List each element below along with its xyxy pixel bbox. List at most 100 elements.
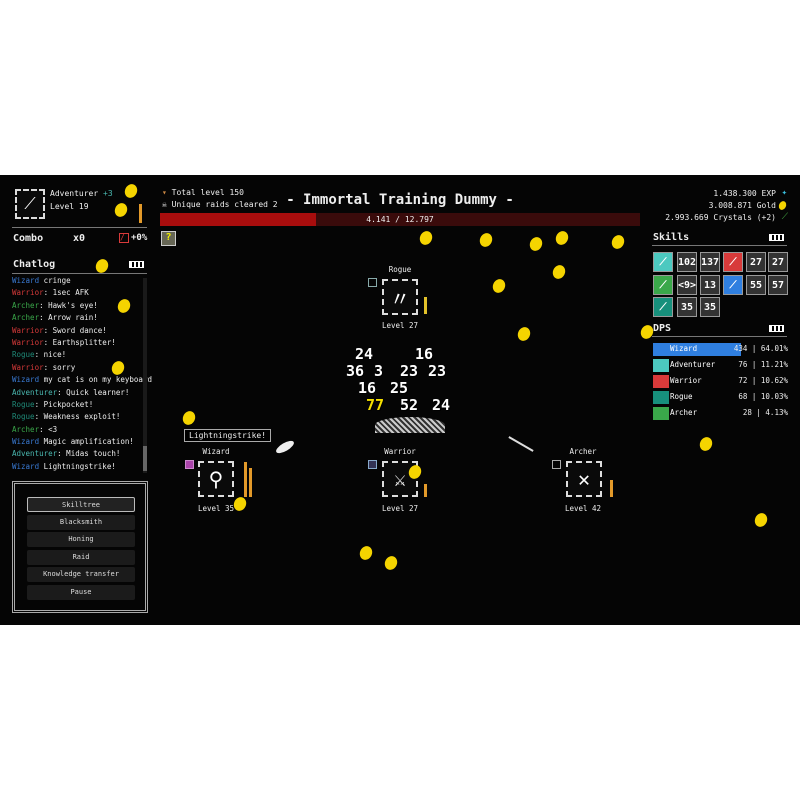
dps-value: 434 | 64.01% xyxy=(733,344,788,353)
chat-text: : sorry xyxy=(43,362,76,372)
gold-coin[interactable] xyxy=(357,544,375,562)
gold-coin[interactable] xyxy=(550,263,568,281)
skill-tooltip: Lightningstrike! xyxy=(184,429,272,442)
rogue-portrait[interactable]: 〃 xyxy=(382,279,418,315)
dps-name: Warrior xyxy=(670,376,702,385)
skill-slot[interactable]: <9> xyxy=(677,275,697,295)
chat-message: Rogue: Pickpocket! xyxy=(12,399,142,411)
collapse-toggle[interactable] xyxy=(129,261,144,268)
gold-coin[interactable] xyxy=(417,229,435,247)
gold-coin[interactable] xyxy=(553,229,571,247)
chat-text: : 1sec AFK xyxy=(43,288,89,298)
gold-coin[interactable] xyxy=(515,325,533,343)
dps-value: 76 | 11.21% xyxy=(738,360,788,369)
gold-coin[interactable] xyxy=(180,409,198,427)
skill-slot[interactable]: 57 xyxy=(768,275,788,295)
skill-slot[interactable]: 102 xyxy=(677,252,697,272)
training-dummy[interactable] xyxy=(375,417,445,433)
menu-button-skilltree[interactable]: Skilltree xyxy=(27,497,135,512)
chat-author: Archer xyxy=(12,300,40,310)
gold-coin[interactable] xyxy=(527,235,545,253)
menu-button-blacksmith[interactable]: Blacksmith xyxy=(27,514,135,530)
combo-bonus: +0% xyxy=(131,233,148,243)
gold-coin[interactable] xyxy=(490,277,508,295)
class-skill-icon[interactable]: ⟋ xyxy=(723,252,743,272)
skill-slot[interactable]: 13 xyxy=(700,275,720,295)
crystals-amount: 2.993.669 Crystals (+2) xyxy=(665,213,776,222)
gold-coin[interactable] xyxy=(122,182,140,200)
chatlog-title: Chatlog xyxy=(13,259,56,270)
archer-portrait[interactable]: ✕ xyxy=(566,461,602,497)
chat-message: Wizard cringe xyxy=(12,275,142,287)
class-skill-icon[interactable]: ⟋ xyxy=(723,275,743,295)
damage-number: 23 xyxy=(428,362,447,380)
chat-author: Rogue xyxy=(12,350,35,360)
player-class: Adventurer +3 xyxy=(50,189,113,198)
class-icon xyxy=(653,343,669,356)
chat-author: Adventurer xyxy=(12,449,58,459)
chat-text: : Pickpocket! xyxy=(34,399,94,409)
chat-text: Lightningstrike! xyxy=(39,461,116,471)
warrior-status-icon xyxy=(368,460,377,469)
menu-button-raid[interactable]: Raid xyxy=(27,549,135,565)
gold-coin[interactable] xyxy=(112,201,130,219)
chat-message: Adventurer: Quick learner! xyxy=(12,387,142,399)
dps-value: 72 | 10.62% xyxy=(738,376,788,385)
arrow-projectile xyxy=(508,436,534,452)
chat-message: Warrior: Earthsplitter! xyxy=(12,337,142,349)
combo-value: x0 xyxy=(73,233,86,244)
archer-status-icon xyxy=(552,460,561,469)
gold-coin[interactable] xyxy=(382,554,400,572)
adventurer-portrait[interactable]: ⟋ xyxy=(15,189,45,219)
chat-text: Magic amplification! xyxy=(39,437,134,447)
chat-text: : Sword dance! xyxy=(43,325,107,335)
chat-author: Warrior xyxy=(12,288,44,298)
boss-name: - Immortal Training Dummy - xyxy=(286,192,514,208)
chat-text: my cat is on my keyboard xyxy=(39,375,152,385)
chat-message: Archer: <3 xyxy=(12,424,142,436)
skill-slot[interactable]: 27 xyxy=(746,252,766,272)
player-level: Level 19 xyxy=(50,202,89,211)
boss-hp-bar: 4.141 / 12.797 xyxy=(160,213,640,226)
gold-coin[interactable] xyxy=(609,233,627,251)
gold-coin[interactable] xyxy=(477,231,495,249)
rogue-status-icon xyxy=(368,278,377,287)
chat-author: Wizard xyxy=(12,375,40,385)
dps-bar xyxy=(653,343,741,356)
class-skill-icon[interactable]: ⟋ xyxy=(653,297,673,317)
menu-button-pause[interactable]: Pause xyxy=(27,584,135,600)
damage-number: 3 xyxy=(374,362,384,380)
chat-scrollbar[interactable] xyxy=(143,278,147,473)
class-skill-icon[interactable]: ⟋ xyxy=(653,252,673,272)
help-icon[interactable]: ? xyxy=(161,231,176,246)
chat-message: Warrior: sorry xyxy=(12,362,142,374)
chat-message: Warrior: Sword dance! xyxy=(12,325,142,337)
wizard-portrait[interactable]: ⚲ xyxy=(198,461,234,497)
chat-message: Rogue: Weakness exploit! xyxy=(12,411,142,423)
dps-title: DPS xyxy=(653,323,672,334)
dps-row: Adventurer 76 | 11.21% xyxy=(653,359,788,372)
skills-toggle[interactable] xyxy=(769,234,784,241)
skill-slot[interactable]: 35 xyxy=(677,297,697,317)
chat-text: : Weakness exploit! xyxy=(34,412,121,422)
chat-text: : <3 xyxy=(39,424,58,434)
chat-message: Archer: Hawk's eye! xyxy=(12,300,142,312)
class-skill-icon[interactable]: ⟋ xyxy=(653,275,673,295)
chat-author: Adventurer xyxy=(12,387,58,397)
dps-row: Warrior 72 | 10.62% xyxy=(653,375,788,388)
class-icon xyxy=(653,359,669,372)
skill-slot[interactable]: 27 xyxy=(768,252,788,272)
skill-slot[interactable]: 35 xyxy=(700,297,720,317)
skill-slot[interactable]: 55 xyxy=(746,275,766,295)
menu-button-honing[interactable]: Honing xyxy=(27,532,135,547)
skill-slot[interactable]: 137 xyxy=(700,252,720,272)
dps-name: Adventurer xyxy=(670,360,716,369)
gold-coin[interactable] xyxy=(752,511,770,529)
exp-amount: 1.438.300 EXP xyxy=(713,189,776,198)
menu-button-knowledge-transfer[interactable]: Knowledge transfer xyxy=(27,567,135,582)
chat-message: Wizard Magic amplification! xyxy=(12,436,142,448)
gold-coin[interactable] xyxy=(697,435,715,453)
dps-toggle[interactable] xyxy=(769,325,784,332)
